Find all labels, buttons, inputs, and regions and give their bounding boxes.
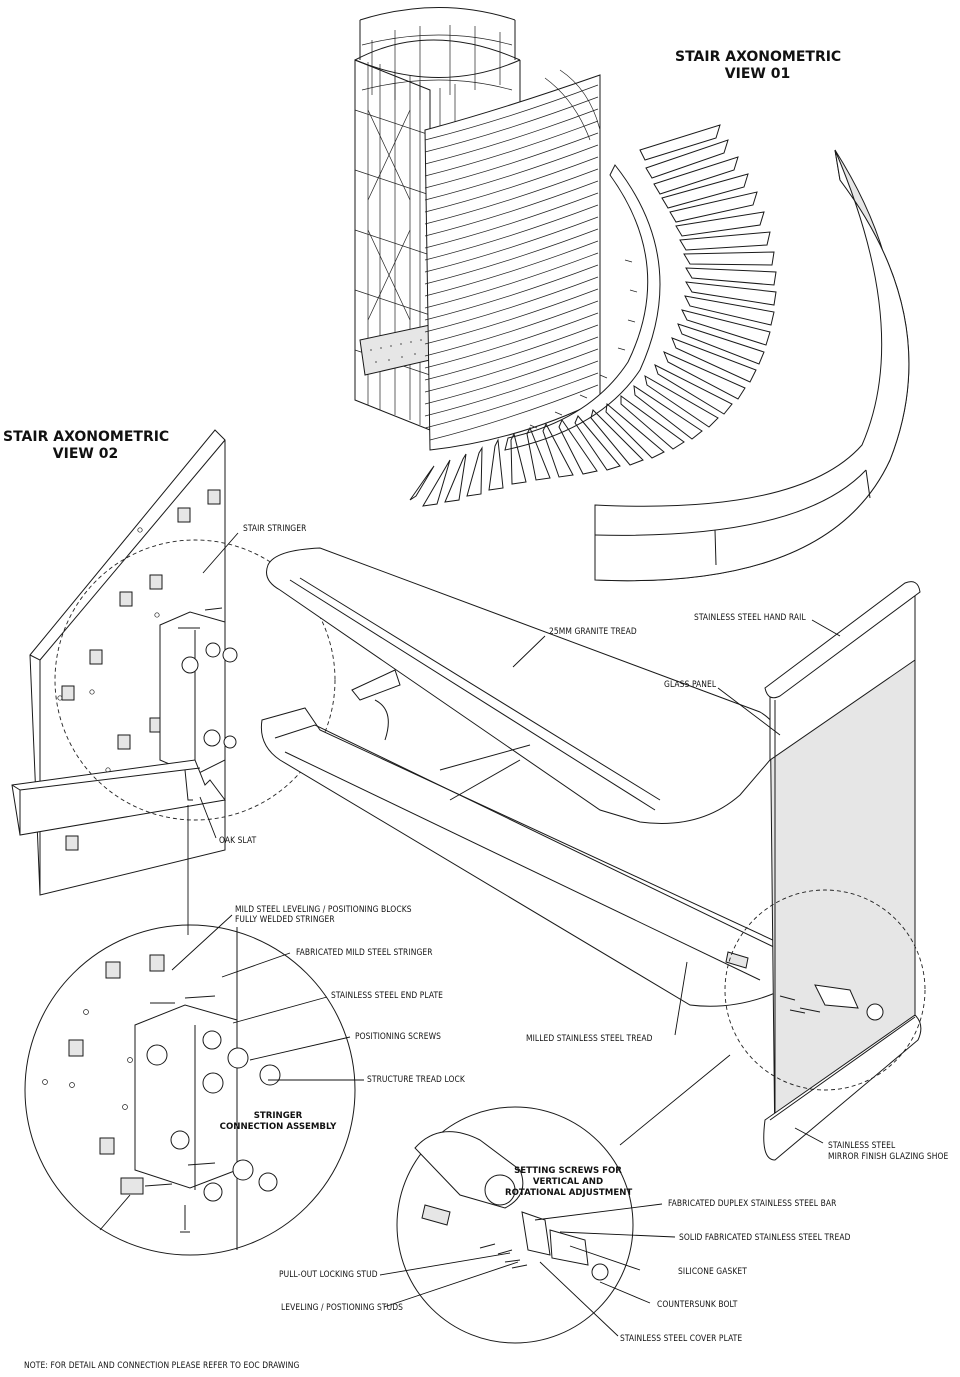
label-glazing-shoe-line1: STAINLESS STEEL — [828, 1140, 896, 1150]
title-view-01-line1: STAIR AXONOMETRIC — [675, 49, 842, 65]
glass-panel-handrail — [763, 581, 922, 1161]
title-view-02-line1: STAIR AXONOMETRIC — [3, 429, 170, 445]
tread-detail-circle — [396, 1106, 634, 1344]
label-milled-tread: MILLED STAINLESS STEEL TREAD — [526, 1033, 653, 1043]
label-leveling-studs: LEVELING / POSTIONING STUDS — [281, 1302, 404, 1312]
title-view-02-line2: VIEW 02 — [52, 446, 119, 462]
label-solid-tread: SOLID FABRICATED STAINLESS STEEL TREAD — [679, 1232, 851, 1242]
callout-setting-screws: SETTING SCREWS FOR VERTICAL AND ROTATION… — [505, 1166, 633, 1199]
label-pullout-stud: PULL-OUT LOCKING STUD — [279, 1269, 378, 1279]
granite-tread — [266, 547, 779, 824]
label-cover-plate: STAINLESS STEEL COVER PLATE — [620, 1333, 743, 1343]
stringer-detail-circle — [24, 924, 356, 1256]
drawing-note: NOTE: FOR DETAIL AND CONNECTION PLEASE R… — [24, 1360, 300, 1370]
label-oak-slat: OAK SLAT — [219, 835, 257, 845]
label-countersunk-bolt: COUNTERSUNK BOLT — [657, 1299, 738, 1309]
title-view-01-line2: VIEW 01 — [724, 66, 791, 82]
label-glass-panel: GLASS PANEL — [664, 679, 717, 689]
callout-setting-screws-line2: VERTICAL AND — [532, 1177, 604, 1187]
title-view-02: STAIR AXONOMETRIC VIEW 02 — [3, 429, 170, 463]
label-glazing-shoe-line2: MIRROR FINISH GLAZING SHOE — [828, 1151, 949, 1161]
label-fabricated-stringer: FABRICATED MILD STEEL STRINGER — [296, 947, 433, 957]
label-positioning-screws: POSITIONING SCREWS — [355, 1031, 442, 1041]
label-silicone-gasket: SILICONE GASKET — [678, 1266, 747, 1276]
label-end-plate: STAINLESS STEEL END PLATE — [331, 990, 444, 1000]
label-tread-lock: STRUCTURE TREAD LOCK — [367, 1074, 465, 1084]
label-leveling-blocks-line2: FULLY WELDED STRINGER — [235, 914, 335, 924]
label-stair-stringer: STAIR STRINGER — [243, 523, 307, 533]
label-leveling-blocks-line1: MILD STEEL LEVELING / POSITIONING BLOCKS — [235, 904, 412, 914]
leader-lines — [99, 532, 841, 1337]
title-view-01: STAIR AXONOMETRIC VIEW 01 — [675, 49, 842, 83]
stringer-plate — [11, 429, 336, 896]
callout-stringer-connection: STRINGER CONNECTION ASSEMBLY — [218, 1111, 338, 1133]
helical-stringer — [504, 164, 661, 451]
tread-fan — [409, 124, 777, 507]
label-duplex-bar: FABRICATED DUPLEX STAINLESS STEEL BAR — [668, 1198, 837, 1208]
callout-setting-screws-line3: ROTATIONAL ADJUSTMENT — [505, 1188, 633, 1198]
curved-glass-balustrade — [594, 149, 910, 582]
label-granite-tread: 25MM GRANITE TREAD — [549, 626, 637, 636]
curved-slat-drum — [424, 69, 601, 451]
callout-stringer-connection-line1: STRINGER — [253, 1111, 303, 1121]
callout-setting-screws-line1: SETTING SCREWS FOR — [514, 1166, 622, 1176]
label-hand-rail: STAINLESS STEEL HAND RAIL — [694, 612, 806, 622]
callout-stringer-connection-line2: CONNECTION ASSEMBLY — [219, 1122, 337, 1132]
tread-connection-preview — [724, 889, 926, 1091]
